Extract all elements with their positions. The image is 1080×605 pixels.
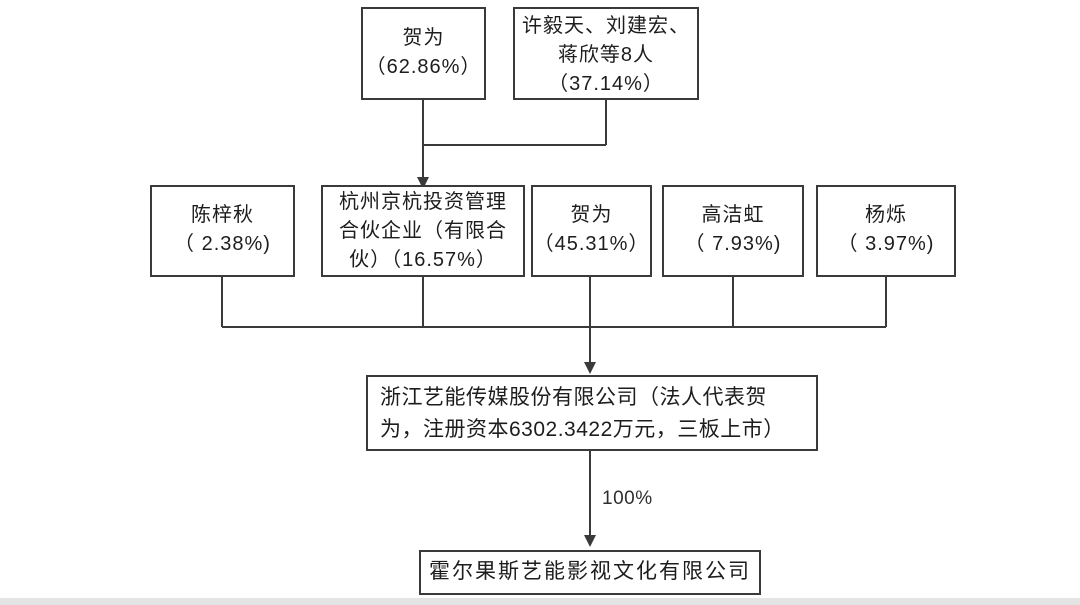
shareholder-name: 贺为	[402, 27, 445, 49]
ownership-percentage-label: 100%	[602, 488, 653, 509]
subsidiary-name: 霍尔果斯艺能影视文化有限公司	[429, 560, 751, 583]
shareholder-name: 杭州京杭投资管理	[339, 191, 507, 213]
shareholder-name: 蒋欣等8人	[557, 44, 655, 66]
node-gao-jiehong: 高洁虹 （ 7.93%)	[662, 185, 804, 277]
bottom-gray-strip	[0, 598, 1080, 605]
shareholder-name: 许毅天、刘建宏、	[522, 15, 690, 37]
arrow-down-icon	[417, 177, 429, 189]
shareholder-name: 高洁虹	[701, 204, 765, 226]
shareholder-percentage: 伙）（16.57%）	[349, 249, 497, 271]
node-huoerguosi-subsidiary: 霍尔果斯艺能影视文化有限公司	[419, 550, 761, 595]
node-hangzhou-jinghang: 杭州京杭投资管理 合伙企业（有限合 伙）（16.57%）	[321, 185, 525, 277]
shareholder-name: 杨烁	[865, 204, 907, 226]
arrow-down-icon	[584, 362, 596, 374]
node-zhejiang-yineng-company: 浙江艺能传媒股份有限公司（法人代表贺 为，注册资本6302.3422万元，三板上…	[366, 375, 818, 451]
node-hewei-mid: 贺为 （45.31%）	[531, 185, 652, 277]
node-xuyitian-group: 许毅天、刘建宏、 蒋欣等8人 （37.14%）	[513, 7, 699, 100]
shareholder-name: 合伙企业（有限合	[339, 220, 507, 242]
shareholder-name: 陈梓秋	[191, 204, 254, 226]
node-yang-shuo: 杨烁 （ 3.97%)	[816, 185, 956, 277]
company-description: 为，注册资本6302.3422万元，三板上市）	[380, 418, 785, 441]
node-hewei-top: 贺为 （62.86%）	[361, 7, 486, 100]
shareholder-percentage: （45.31%）	[533, 233, 650, 255]
company-description: 浙江艺能传媒股份有限公司（法人代表贺	[380, 386, 767, 409]
shareholder-percentage: （ 3.97%)	[837, 233, 935, 255]
node-chen-ziqiu: 陈梓秋 （ 2.38%)	[150, 185, 295, 277]
shareholder-percentage: （62.86%）	[365, 56, 482, 78]
shareholder-percentage: （37.14%）	[548, 73, 664, 95]
shareholder-percentage: （ 7.93%)	[684, 233, 782, 255]
shareholder-name: 贺为	[570, 204, 613, 226]
arrow-down-icon	[584, 535, 596, 547]
shareholder-percentage: （ 2.38%)	[174, 233, 271, 255]
